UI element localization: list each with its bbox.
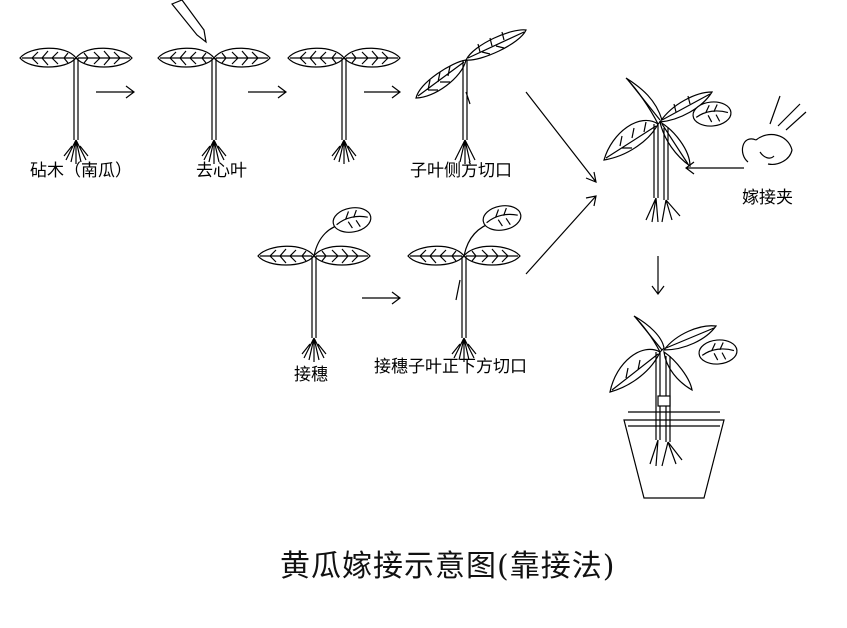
label-scion-cut: 接穗子叶正下方切口 <box>374 357 527 377</box>
arrow-right-icon <box>364 85 401 99</box>
seedling-remove-heart <box>157 47 271 165</box>
arrow-right-icon <box>248 85 287 99</box>
grafted-plant <box>603 77 733 223</box>
scion-cut-true-leaf <box>455 202 524 301</box>
scion-true-leaf <box>313 204 374 257</box>
potted-grafted-plant <box>609 315 739 499</box>
seedling-side-cut <box>415 29 527 164</box>
label-remove-heart: 去心叶 <box>196 161 247 181</box>
arrow-down-icon <box>651 256 665 295</box>
graft-clip-icon <box>741 95 807 165</box>
seedling-rootstock-cut <box>287 47 401 165</box>
knife-icon <box>171 0 207 44</box>
diagram-title: 黄瓜嫁接示意图(靠接法) <box>280 549 616 584</box>
arrow-right-icon <box>96 85 135 99</box>
arrow-right-icon <box>362 291 401 305</box>
arrow-left-icon <box>685 161 744 175</box>
label-clip: 嫁接夹 <box>742 188 793 208</box>
seedling-rootstock <box>19 47 133 165</box>
seedling-scion <box>257 245 371 363</box>
label-rootstock: 砧木（南瓜） <box>30 161 132 181</box>
seedling-scion-cut <box>407 245 521 363</box>
label-scion: 接穗 <box>294 365 328 385</box>
arrow-converge-icon <box>525 91 597 275</box>
label-side-cut: 子叶侧方切口 <box>410 161 512 181</box>
